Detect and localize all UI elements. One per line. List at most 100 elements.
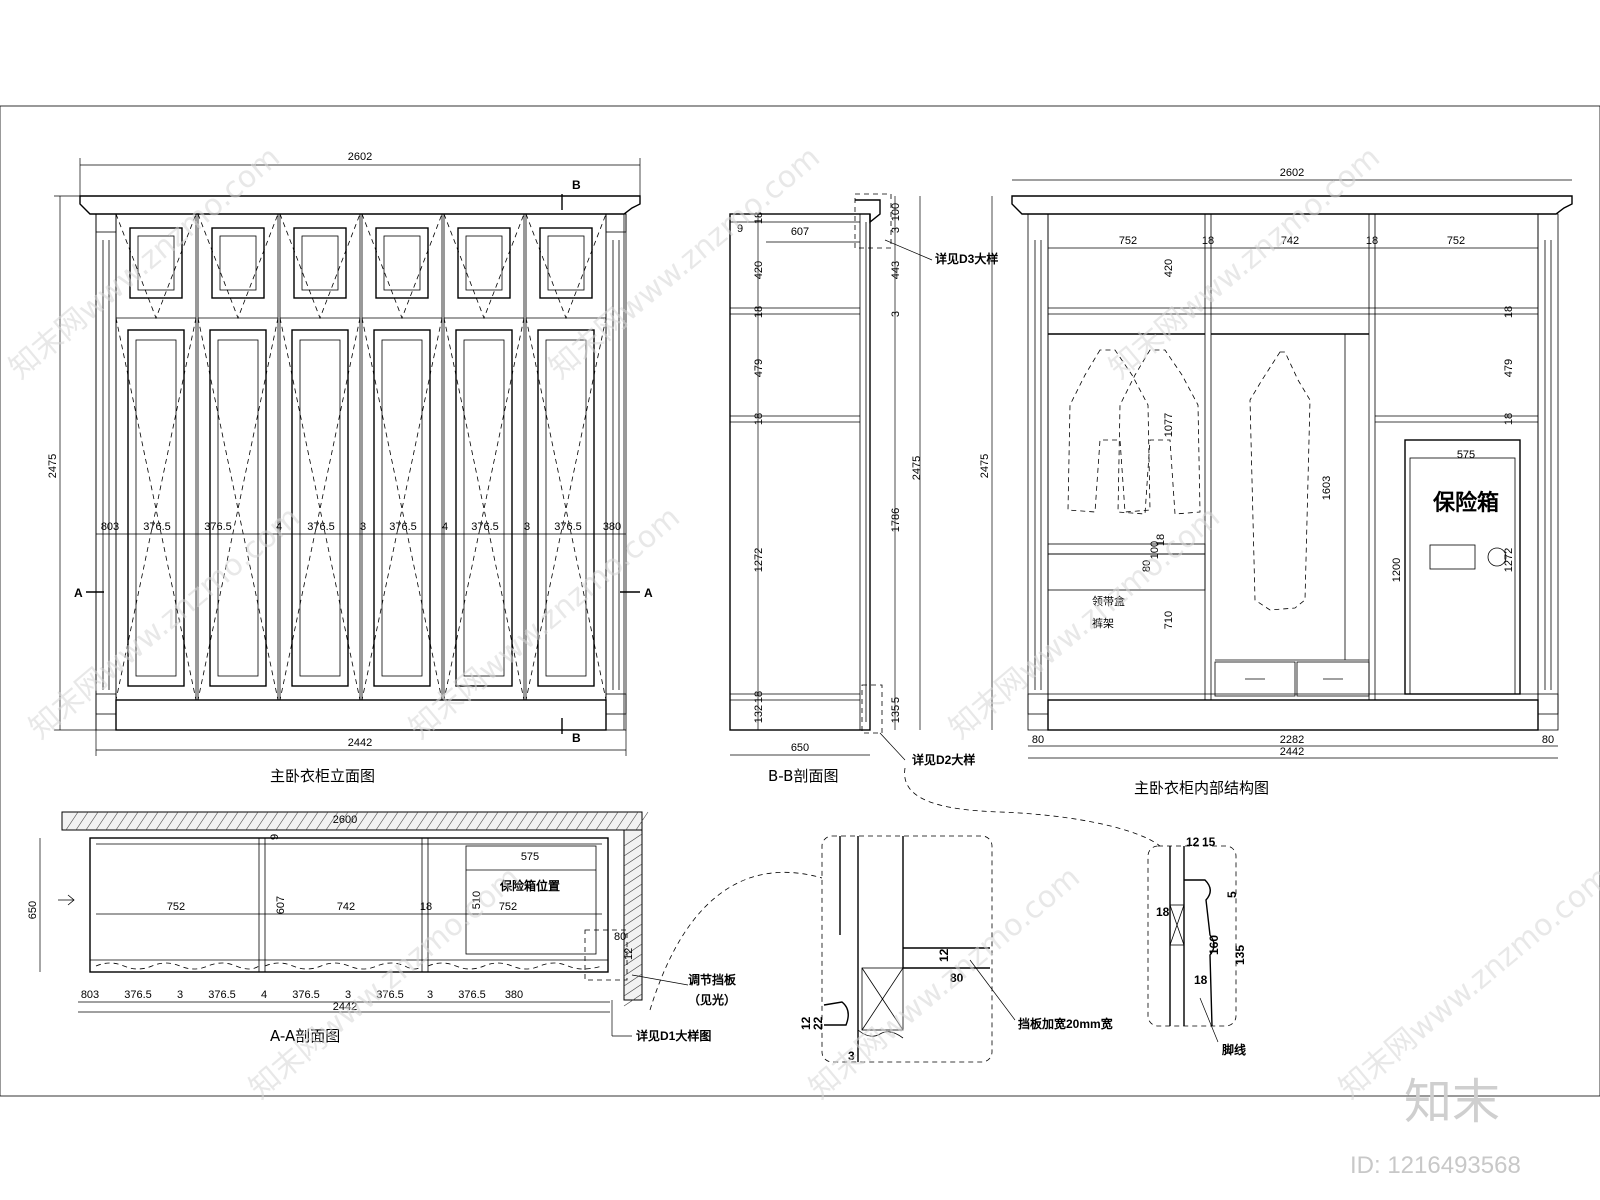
caption-interior: 主卧衣柜内部结构图 <box>1134 779 1269 797</box>
watermark-text-3: 知末网www.znzmo.com <box>1103 140 1387 386</box>
wall-hatch <box>285 811 299 831</box>
foot-label: 脚线 <box>1222 1042 1246 1057</box>
lower-panel-inner <box>217 339 259 677</box>
foot-dim-135: 135 <box>1233 945 1247 965</box>
section-mark-a-left: A <box>74 586 83 600</box>
elev-dim-label: 376.5 <box>554 521 582 533</box>
bb-width: 650 <box>791 742 809 754</box>
wall-hatch <box>275 811 289 831</box>
lower-panel-inner <box>381 339 423 677</box>
wall-hatch <box>615 811 629 831</box>
bb-right-dim: 443 <box>890 261 902 279</box>
bb-left-dim: 18 <box>753 212 765 224</box>
elev-dim-label: 376.5 <box>307 521 335 533</box>
interior-bay-dim: 18 <box>1366 235 1378 247</box>
d2-note: 挡板加宽20mm宽 <box>1018 1016 1113 1031</box>
wall-hatch <box>355 811 369 831</box>
elev-bottom-width: 2442 <box>348 737 372 749</box>
watermark-text-8: 知末网www.znzmo.com <box>803 860 1087 1106</box>
interior-bottom-dim: 2442 <box>1280 746 1304 758</box>
wall-hatch <box>255 811 269 831</box>
wall-hatch <box>295 811 309 831</box>
bb-right-dim: 1786 <box>890 508 902 532</box>
wardrobe-door <box>115 213 197 701</box>
wall-hatch <box>175 811 189 831</box>
lower-panel <box>209 329 267 687</box>
aa-total: 2442 <box>333 1001 357 1013</box>
wall-hatch <box>465 811 479 831</box>
interior-bottom-dim: 80 <box>1032 734 1044 746</box>
aa-inner-dim: 18 <box>420 901 432 913</box>
interior-bay-dim: 752 <box>1119 235 1137 247</box>
wall-hatch <box>95 811 109 831</box>
wall-hatch <box>215 811 229 831</box>
elev-dim-label: 4 <box>442 521 448 533</box>
interior-bay-dim: 742 <box>1281 235 1299 247</box>
wardrobe-door <box>443 213 525 701</box>
wall-hatch <box>623 873 643 887</box>
d2-dim-22: 22 <box>811 1016 825 1030</box>
safe-width: 575 <box>1457 449 1475 461</box>
elev-dim-label: 4 <box>276 521 282 533</box>
lower-panel <box>537 329 595 687</box>
wall-hatch <box>505 811 519 831</box>
bb-left-dim: 420 <box>753 261 765 279</box>
aa-inner-dim: 607 <box>275 896 287 914</box>
foot-dim-15: 15 <box>1202 835 1216 849</box>
upper-panel-inner <box>301 235 339 291</box>
aa-safe-width: 575 <box>521 851 539 863</box>
lower-panel-inner <box>545 339 587 677</box>
interior-bay-dim: 18 <box>1202 235 1214 247</box>
elev-height: 2475 <box>47 454 59 478</box>
wall-hatch <box>595 811 609 831</box>
wall-hatch <box>425 811 439 831</box>
wardrobe-door <box>525 213 607 701</box>
wall-hatch <box>625 811 639 831</box>
bb-right-dim: 3 <box>890 311 902 317</box>
aa-bottom-dim: 376.5 <box>124 989 152 1001</box>
detail-foot-view: 12 15 18 5 160 135 18 脚线 <box>1147 835 1247 1057</box>
wall-hatch <box>65 811 79 831</box>
door-swing-line <box>443 213 525 701</box>
wall-hatch <box>345 811 359 831</box>
wall-hatch <box>623 883 643 897</box>
wall-hatch <box>305 811 319 831</box>
d2-dim-12: 12 <box>937 948 951 962</box>
adjust-panel-label: 调节挡板 <box>688 972 737 987</box>
door-swing-line <box>197 213 279 701</box>
tie-box-label: 领带盒 <box>1092 594 1125 608</box>
aa-bottom-dim: 4 <box>261 989 267 1001</box>
door-swing-line <box>279 213 361 701</box>
watermark-text-4: 知末网www.znzmo.com <box>23 500 307 746</box>
wall-hatch <box>623 863 643 877</box>
aa-extra-80: 80 <box>614 931 626 943</box>
wall-hatch <box>195 811 209 831</box>
foot-dim-5: 5 <box>1225 891 1239 898</box>
upper-panel-inner <box>219 235 257 291</box>
lower-panel <box>291 329 349 687</box>
interior-right-dim: 18 <box>1503 306 1515 318</box>
door-swing-line <box>115 213 197 701</box>
bb-left-dim: 18 <box>753 691 765 703</box>
wall-hatch <box>145 811 159 831</box>
wall-hatch <box>635 811 649 831</box>
upper-panel <box>129 227 183 299</box>
wall-hatch <box>315 811 329 831</box>
lower-panel-inner <box>299 339 341 677</box>
foot-dim-12: 12 <box>1186 835 1200 849</box>
wall-hatch <box>435 811 449 831</box>
bb-depth: 607 <box>791 226 809 238</box>
aa-bottom-dim: 3 <box>427 989 433 1001</box>
interior-left-dim: 710 <box>1163 611 1175 629</box>
wall-hatch <box>335 811 349 831</box>
aa-depth: 650 <box>27 901 39 919</box>
lower-panel <box>373 329 431 687</box>
elev-dim-label: 803 <box>101 521 119 533</box>
note-d3: 详见D3大样 <box>935 251 998 266</box>
wall-hatch <box>623 853 643 867</box>
wall-hatch <box>575 811 589 831</box>
safe-label: 保险箱 <box>1432 490 1499 516</box>
upper-panel <box>375 227 429 299</box>
